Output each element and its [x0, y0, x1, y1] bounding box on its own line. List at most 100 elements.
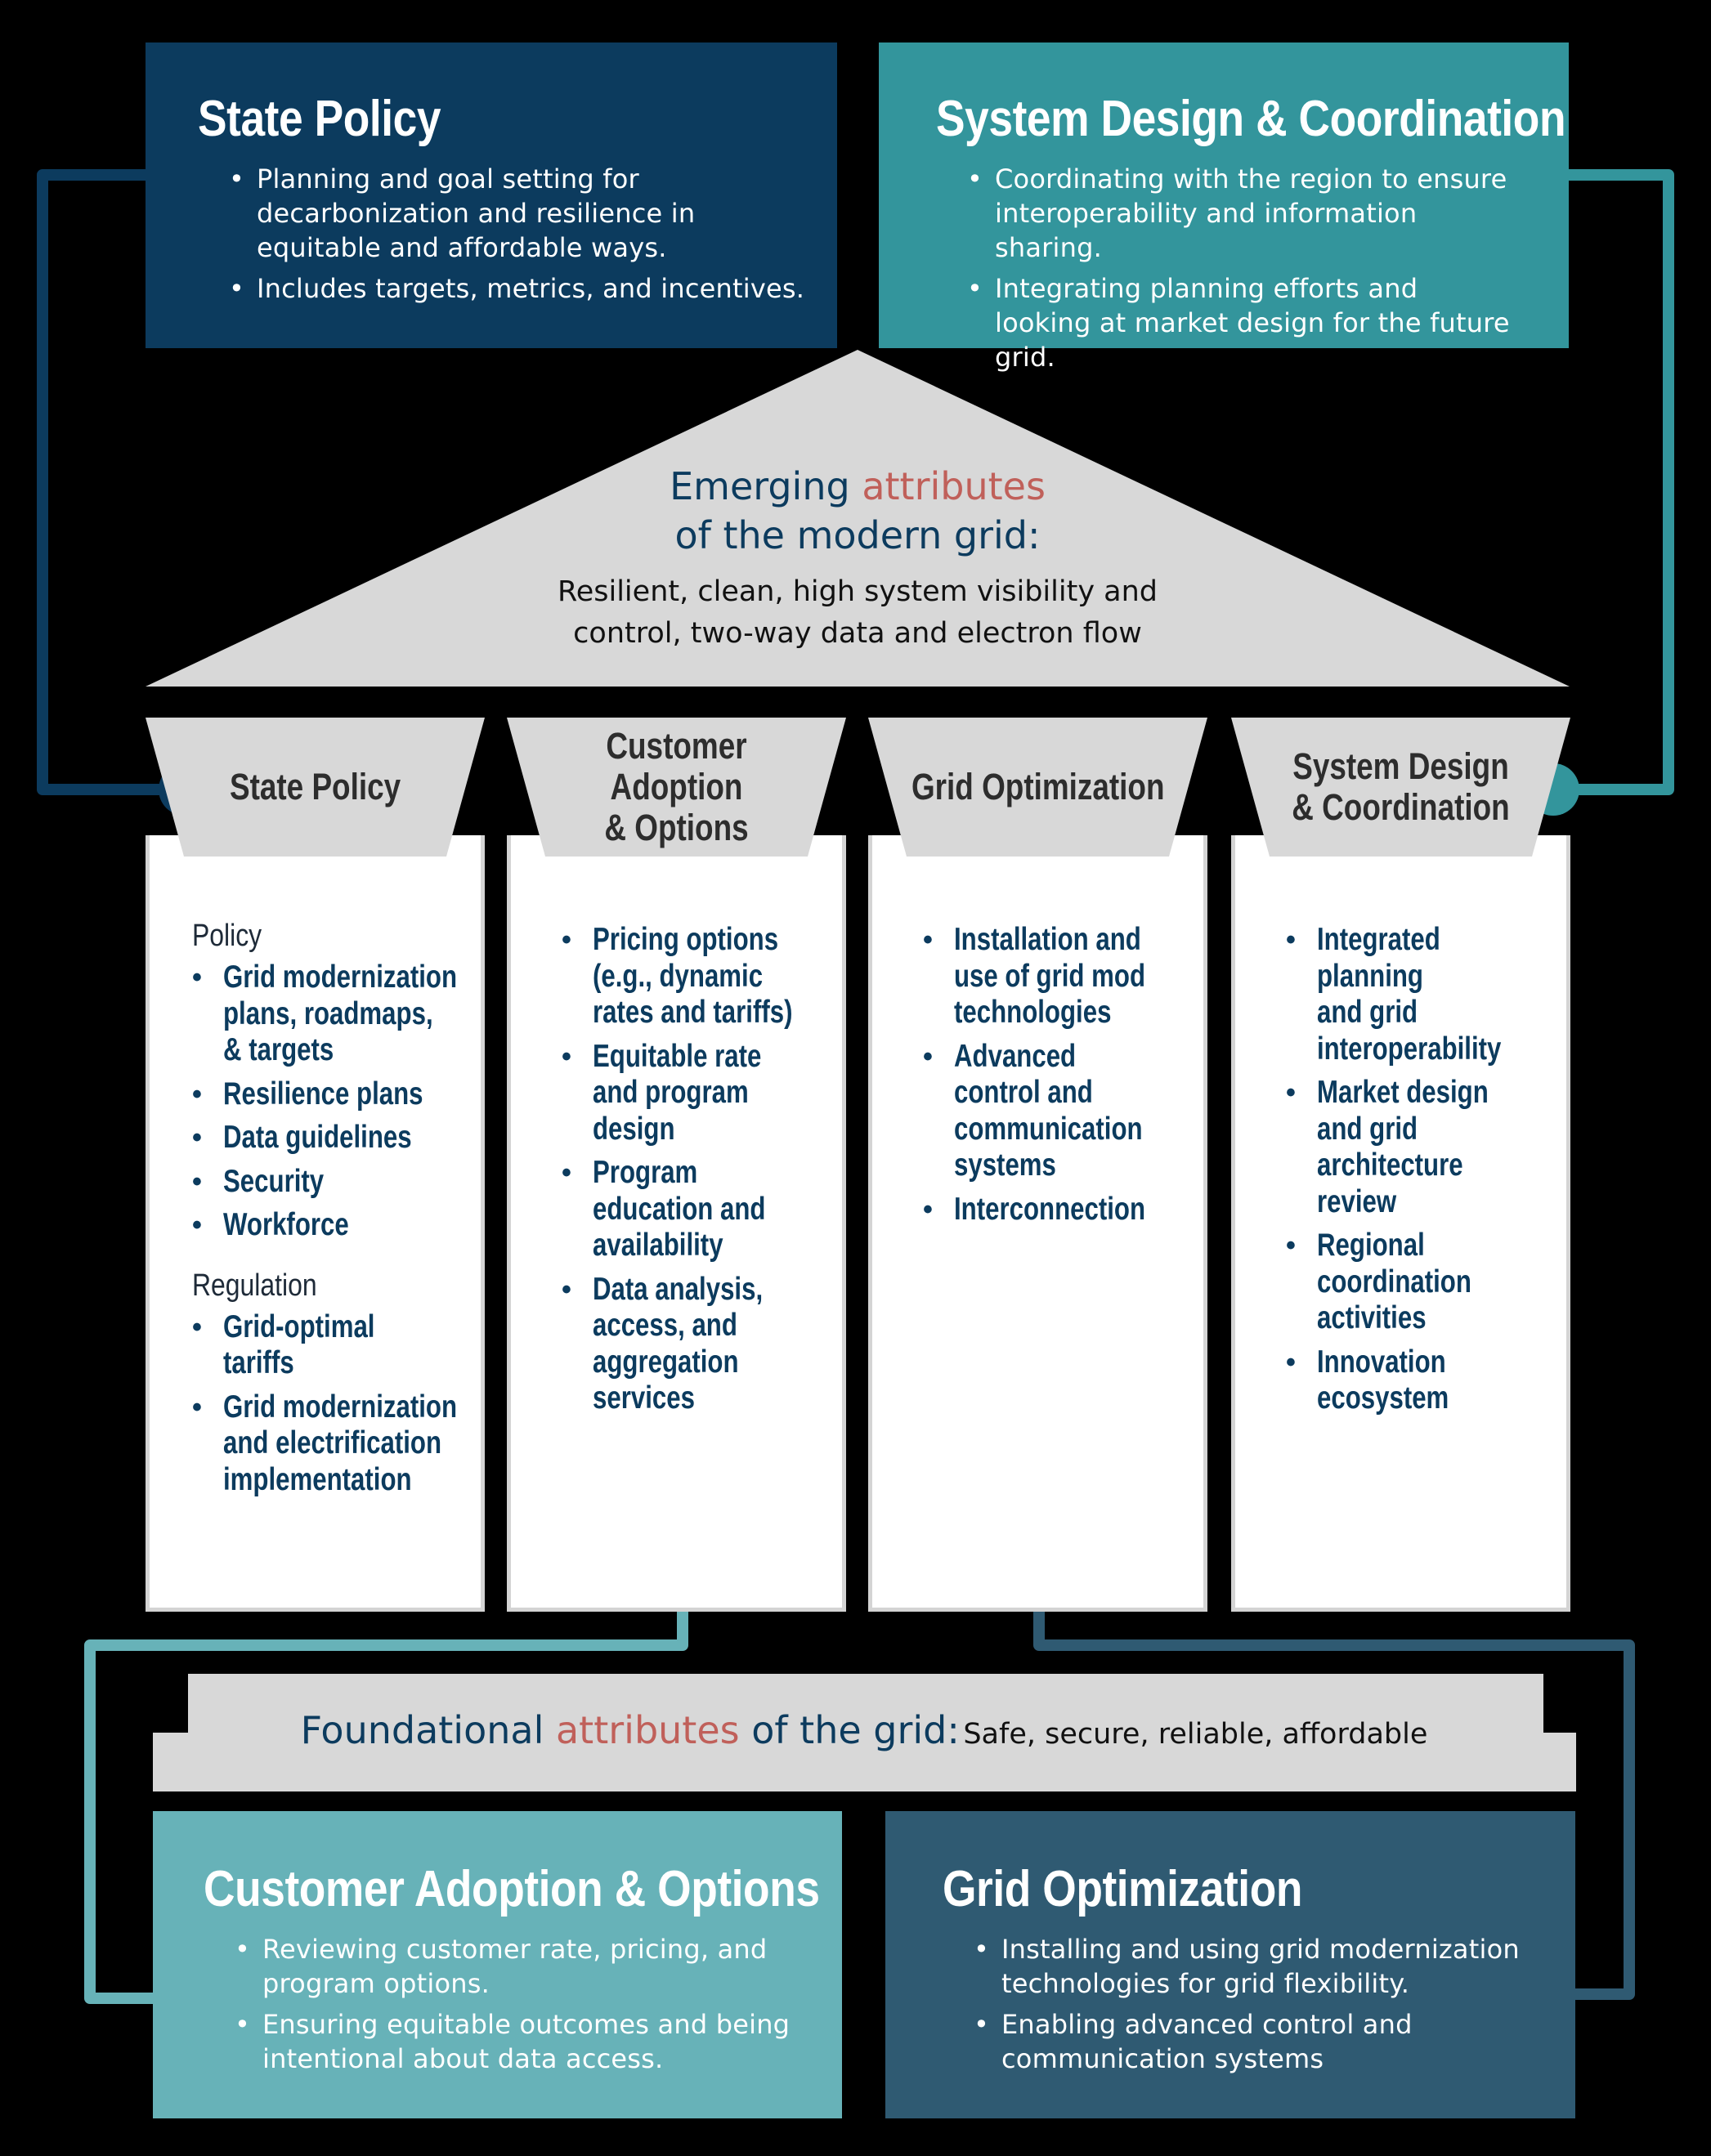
pillar-head: State Policy [146, 718, 485, 857]
pillar-list-item: Pricing options (e.g., dynamic rates and… [562, 922, 842, 1031]
pillar-list-item: Resilience plans [192, 1076, 481, 1113]
pillar-list-item-text: Resilience plans [223, 1076, 423, 1112]
pillar-list-item-text: Workforce [223, 1207, 349, 1242]
pillar-list: Installation and use of grid mod technol… [872, 922, 1203, 1228]
pillar-list: Grid-optimal tariffsGrid modernization a… [150, 1309, 481, 1499]
pillar-list-item-text: Market design and grid architecture revi… [1317, 1075, 1489, 1219]
system-design-box: System Design & Coordination Coordinatin… [879, 42, 1569, 373]
pillar-content: Installation and use of grid mod technol… [872, 917, 1203, 1250]
foundation-title-accent: attributes [555, 1708, 740, 1752]
pillar-list-item: Interconnection [923, 1191, 1203, 1228]
pillar-content: Pricing options (e.g., dynamic rates and… [511, 917, 842, 1440]
pillar-list-item: Integrated planning and grid interoperab… [1286, 922, 1566, 1067]
pillar-list-item-text: Pricing options (e.g., dynamic rates and… [593, 922, 793, 1030]
pillar-list-item: Security [192, 1163, 481, 1201]
pillar-list-item-text: Data guidelines [223, 1120, 412, 1155]
pillar-list-item: Grid modernization and electrification i… [192, 1389, 481, 1499]
pillar-list-item: Workforce [192, 1207, 481, 1244]
system-design-bullet: Coordinating with the region to ensure i… [967, 162, 1518, 265]
pillar-list-item-text: Security [223, 1163, 325, 1199]
roof-description-line1: Resilient, clean, high system visibility… [557, 575, 1158, 608]
system-design-title: System Design & Coordination [936, 91, 1566, 147]
system-design-bullet: Integrating planning efforts and looking… [967, 271, 1518, 374]
pillar-list-item: Market design and grid architecture revi… [1286, 1075, 1566, 1220]
pillar-title-text: System Design & Coordination [1292, 745, 1510, 828]
pillar-title: Grid Optimization [868, 718, 1207, 857]
foundation-description: Safe, secure, reliable, affordable [963, 1718, 1428, 1751]
grid-optimization-title: Grid Optimization [943, 1861, 1302, 1917]
foundation-text: Foundational attributes of the grid: Saf… [153, 1708, 1575, 1752]
pillar-title: Customer Adoption & Options [507, 718, 846, 857]
pillar-body: Integrated planning and grid interoperab… [1231, 835, 1570, 1612]
foundation-title: Foundational attributes of the grid: [301, 1708, 960, 1752]
pillar-head: Grid Optimization [868, 718, 1207, 857]
pillar-section-heading: Policy [192, 919, 262, 953]
state-policy-bullets: Planning and goal setting for decarboniz… [198, 162, 837, 306]
state-policy-bullet: Includes targets, metrics, and incentive… [229, 271, 862, 306]
state-policy-box: State Policy Planning and goal setting f… [146, 42, 837, 348]
pillar-list-item: Grid modernization plans, roadmaps, & ta… [192, 959, 481, 1069]
pillar-list-item-text: Grid modernization and electrification i… [223, 1389, 458, 1497]
pillar-list: Integrated planning and grid interoperab… [1235, 922, 1566, 1417]
pillar-list-item: Grid-optimal tariffs [192, 1308, 481, 1382]
pillar-list: Grid modernization plans, roadmaps, & ta… [150, 959, 481, 1244]
pillar-head-shape [146, 718, 485, 857]
pillar-list: Pricing options (e.g., dynamic rates and… [511, 922, 842, 1417]
pillar-head: Customer Adoption & Options [507, 718, 846, 857]
customer-adoption-bullet: Ensuring equitable outcomes and being in… [235, 2007, 818, 2076]
state-policy-title: State Policy [198, 91, 441, 147]
foundation-title-part1: Foundational [300, 1708, 556, 1752]
pillar-section-heading: Regulation [192, 1268, 317, 1303]
pillar-list-item-text: Regional coordination activities [1317, 1228, 1471, 1335]
grid-optimization-bullet: Installing and using grid modernization … [974, 1932, 1525, 2001]
roof-description-line2: control, two-way data and electron flow [573, 617, 1142, 650]
pillar-list-item-text: Integrated planning and grid interoperab… [1317, 922, 1502, 1067]
system-design-connector [1553, 169, 1674, 795]
pillar-body: Pricing options (e.g., dynamic rates and… [507, 835, 846, 1612]
system-design-bullets: Coordinating with the region to ensure i… [936, 162, 1569, 374]
pillar-list-item: Data analysis, access, and aggregation s… [562, 1271, 842, 1417]
pillar-body: Installation and use of grid mod technol… [868, 835, 1207, 1612]
pillar-list-item-text: Interconnection [954, 1191, 1146, 1227]
state-policy-bullet: Planning and goal setting for decarboniz… [229, 162, 714, 265]
pillar-list-item: Advanced control and communication syste… [923, 1038, 1203, 1184]
pillar-head-shape [1231, 718, 1570, 857]
pillar-list-item: Innovation ecosystem [1286, 1344, 1566, 1417]
grid-optimization-box: Grid Optimization Installing and using g… [885, 1811, 1575, 2118]
pillar-list-item: Installation and use of grid mod technol… [923, 922, 1203, 1031]
pillar-list-item: Program education and availability [562, 1155, 842, 1264]
pillar-list-item-text: Program education and availability [593, 1155, 766, 1263]
pillar-list-item-text: Installation and use of grid mod technol… [954, 922, 1145, 1030]
pillar-head-shape [507, 718, 846, 857]
roof-title-part2: of the modern grid: [674, 513, 1041, 557]
pillar-title: State Policy [146, 718, 485, 857]
roof-text: Emerging attributes of the modern grid: … [146, 462, 1570, 655]
customer-adoption-bullet: Reviewing customer rate, pricing, and pr… [235, 1932, 794, 2001]
roof-title-accent: attributes [862, 464, 1046, 508]
state-policy-connector [37, 169, 185, 795]
customer-adoption-title: Customer Adoption & Options [204, 1861, 820, 1917]
roof-title-part1: Emerging [670, 464, 862, 508]
pillar-title-text: State Policy [229, 766, 401, 807]
pillar-head: System Design & Coordination [1231, 718, 1570, 857]
customer-adoption-box: Customer Adoption & Options Reviewing cu… [153, 1811, 842, 2118]
pillar-list-item: Regional coordination activities [1286, 1228, 1566, 1337]
foundation-title-part2: of the grid: [739, 1708, 960, 1752]
pillar-list-item-text: Grid-optimal tariffs [223, 1308, 375, 1381]
pillar-title-text: Customer Adoption & Options [604, 725, 749, 848]
pillar-list-item-text: Grid modernization plans, roadmaps, & ta… [223, 959, 458, 1067]
pillar-list-item: Data guidelines [192, 1120, 481, 1156]
roof-description: Resilient, clean, high system visibility… [146, 571, 1570, 655]
pillar-head-shape [868, 718, 1207, 857]
roof-title: Emerging attributes of the modern grid: [146, 462, 1570, 560]
grid-optimization-bullets: Installing and using grid modernization … [943, 1932, 1575, 2076]
pillar-list-item-text: Equitable rate and program design [593, 1038, 762, 1147]
customer-adoption-bullets: Reviewing customer rate, pricing, and pr… [204, 1932, 842, 2076]
pillar-list-item-text: Data analysis, access, and aggregation s… [593, 1271, 764, 1416]
pillar-content: Integrated planning and grid interoperab… [1235, 917, 1566, 1440]
pillar-list-item: Equitable rate and program design [562, 1038, 842, 1148]
pillar-body: PolicyGrid modernization plans, roadmaps… [146, 835, 485, 1612]
pillar-list-item-text: Advanced control and communication syste… [954, 1038, 1143, 1183]
roof-triangle [146, 350, 1570, 687]
pillar-title-text: Grid Optimization [911, 766, 1165, 807]
